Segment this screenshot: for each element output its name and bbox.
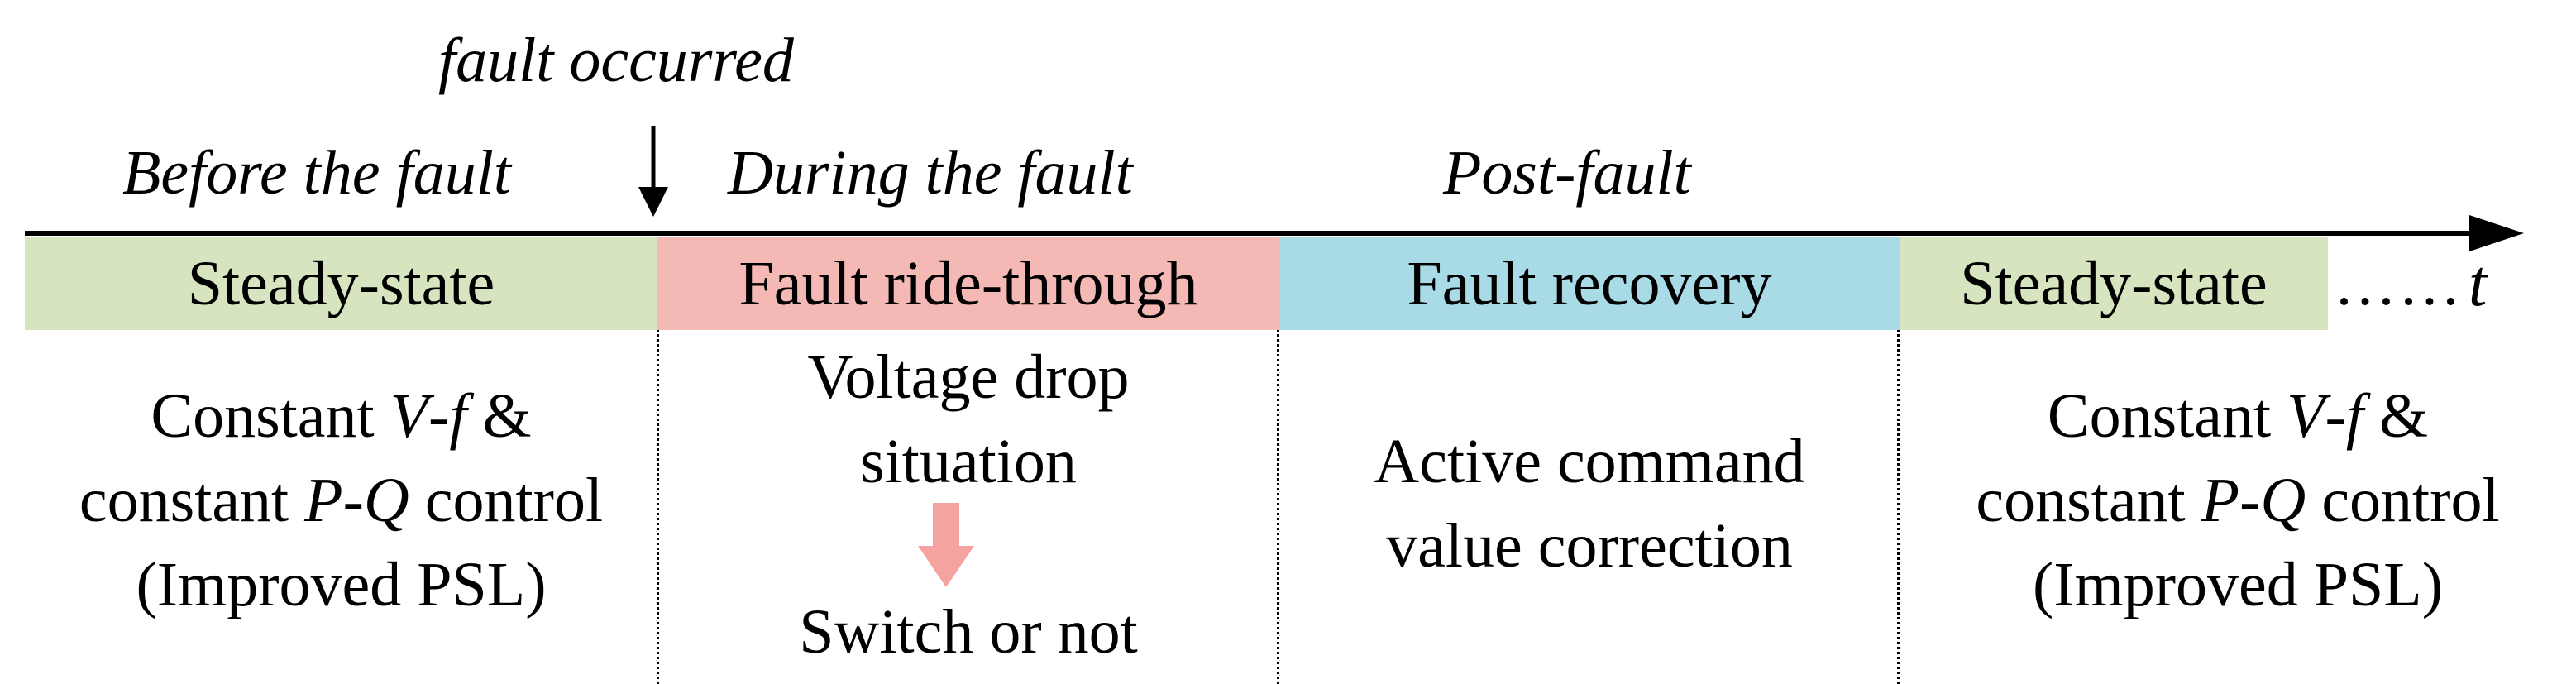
stage-label-steady-state-2: Steady-state [1960,249,2268,318]
stage-band-fault-ride-through [657,237,1279,330]
desc-recovery: Active command value correction [1279,419,1900,588]
phase-post-fault: Post-fault [1443,138,1691,208]
separator-line-2 [1277,330,1279,684]
phase-before-fault: Before the fault [122,138,511,208]
desc-before-line-2: constant P-Q control [79,466,604,535]
stage-label-fault-ride-through: Fault ride-through [738,249,1198,318]
stage-label-fault-recovery: Fault recovery [1407,249,1772,318]
desc-after-line-3: (Improved PSL) [2032,550,2444,619]
time-continuation-dots: …… [2334,249,2463,318]
desc-before-line-3: (Improved PSL) [136,550,547,619]
stage-band-steady-state-1 [25,237,657,330]
stage-band-fault-recovery [1279,237,1900,330]
desc-after-line-1: Constant V-f & [2047,381,2429,451]
desc-after-line-2: constant P-Q control [1976,466,2500,535]
desc-after-recovery: Constant V-f & constant P-Q control (Imp… [1900,374,2576,627]
down-arrow-icon [918,503,974,587]
fault-occurred-arrow-icon [638,126,668,217]
fault-occurred-label: fault occurred [438,26,794,95]
phase-during-fault: During the fault [728,138,1133,208]
separator-line-3 [1897,330,1900,684]
time-axis [25,215,2524,251]
separator-line-1 [657,330,659,684]
desc-before-fault: Constant V-f & constant P-Q control (Imp… [25,374,657,627]
desc-voltage-drop-line-2: situation [860,427,1077,496]
stage-label-steady-state-1: Steady-state [187,249,495,318]
desc-before-line-1: Constant V-f & [151,381,532,451]
desc-voltage-drop-line-1: Voltage drop [807,342,1130,412]
desc-recovery-line-1: Active command [1374,427,1805,496]
stage-band-steady-state-2 [1900,237,2328,330]
desc-recovery-line-2: value correction [1386,511,1793,581]
time-axis-arrowhead-icon [2469,215,2524,251]
time-axis-label: t [2468,247,2488,320]
desc-switch-or-not: Switch or not [799,597,1138,667]
